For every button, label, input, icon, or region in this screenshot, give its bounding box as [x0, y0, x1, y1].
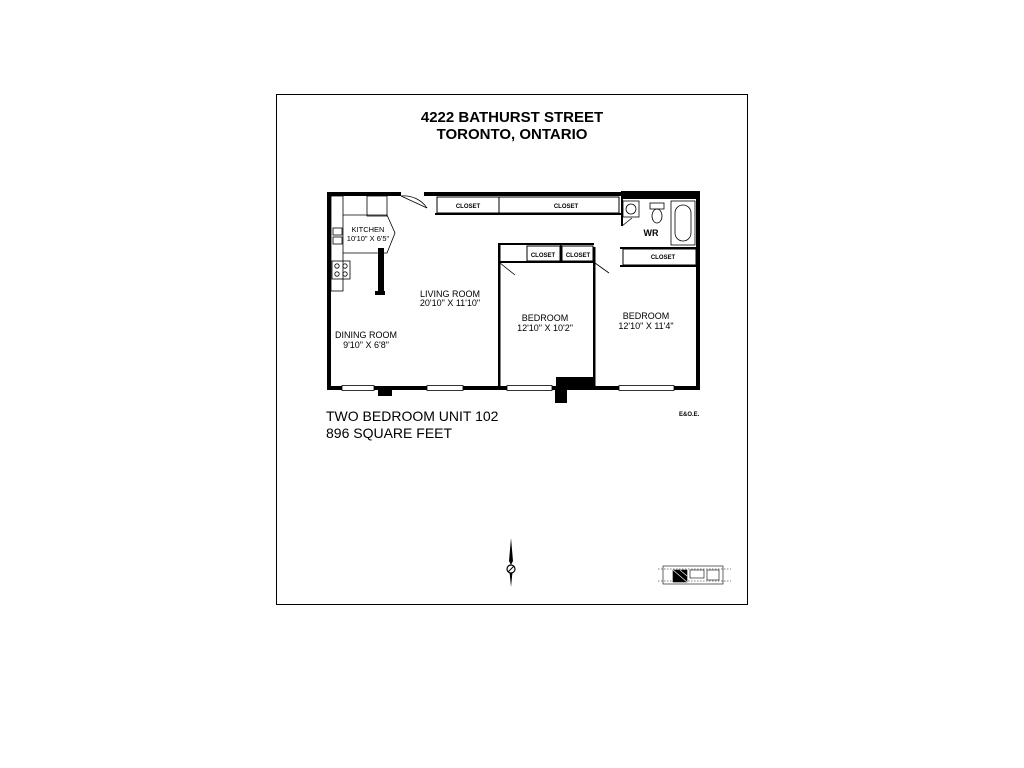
kitchen-fixtures [330, 195, 396, 292]
closet-bedroom1-left-label: CLOSET [531, 253, 556, 259]
floor-plan-sheet: 4222 BATHURST STREET TORONTO, ONTARIO [276, 94, 748, 605]
closet-entry-label: CLOSET [456, 204, 481, 210]
windows [341, 385, 675, 391]
living-room-name: LIVING ROOM [420, 289, 480, 299]
north-arrow-icon [506, 538, 516, 587]
dining-room-name: DINING ROOM [335, 330, 397, 340]
address-line-2: TORONTO, ONTARIO [436, 126, 588, 143]
closet-outlines [436, 196, 697, 266]
exterior-walls [327, 191, 700, 403]
key-plan-icon [658, 565, 731, 585]
disclaimer: E&O.E. [679, 412, 700, 418]
room-labels: KITCHEN 10'10" X 6'5" LIVING ROOM 20'10"… [335, 204, 675, 350]
washroom-name: WR [644, 228, 659, 238]
bedroom2-name: BEDROOM [623, 311, 670, 321]
dining-room-size: 9'10" X 6'8" [343, 340, 389, 350]
floor-plan-drawing: KITCHEN 10'10" X 6'5" LIVING ROOM 20'10"… [327, 191, 731, 587]
kitchen-name: KITCHEN [352, 225, 385, 234]
unit-area: 896 SQUARE FEET [326, 425, 453, 441]
living-room-size: 20'10" X 11'10" [420, 298, 480, 308]
interior-walls [375, 199, 698, 387]
doors [400, 195, 633, 276]
kitchen-size: 10'10" X 6'5" [347, 234, 390, 243]
bedroom1-name: BEDROOM [522, 313, 569, 323]
bedroom2-size: 12'10" X 11'4" [618, 321, 673, 331]
address-line-1: 4222 BATHURST STREET [420, 109, 604, 126]
bathroom-fixtures [622, 200, 696, 246]
closet-bedroom1-right-label: CLOSET [566, 253, 591, 259]
unit-name: TWO BEDROOM UNIT 102 [326, 408, 499, 424]
closet-hall-label: CLOSET [554, 204, 579, 210]
bedroom1-size: 12'10" X 10'2" [517, 323, 573, 333]
closet-bedroom2-label: CLOSET [651, 255, 676, 261]
